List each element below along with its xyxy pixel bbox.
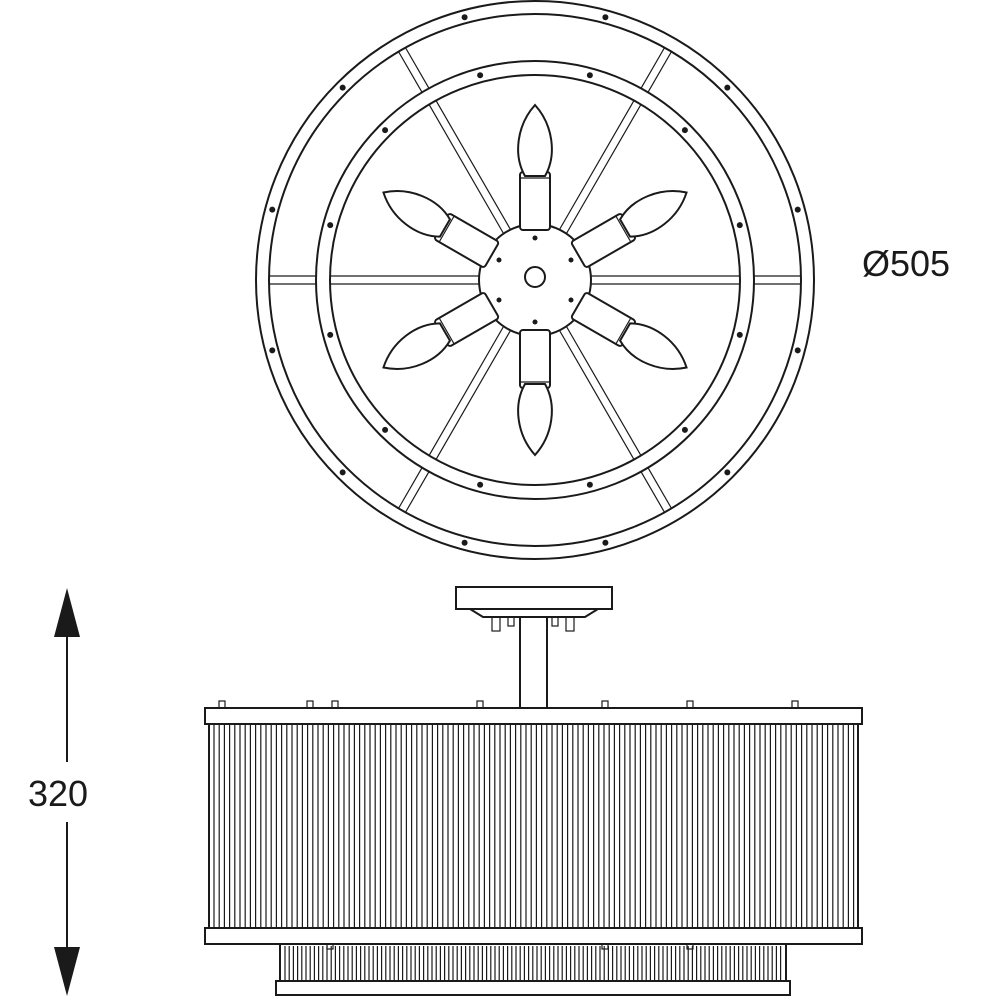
outer-spoke-line <box>404 471 430 513</box>
inner-ring-screw <box>586 481 593 488</box>
bottom-rim <box>204 927 863 945</box>
spoke-line <box>435 100 511 230</box>
inner-ring-inner <box>329 74 741 486</box>
candle-sleeve <box>519 329 551 389</box>
outer-ring-screw <box>724 84 731 91</box>
rim-pin <box>218 700 226 709</box>
candle-bulb-icon <box>517 103 553 177</box>
outer-spoke-line <box>640 47 666 89</box>
spoke-line <box>435 330 511 460</box>
candle-bulb-icon <box>517 383 553 457</box>
outer-ring-screw <box>794 206 801 213</box>
outer-ring-screw <box>794 347 801 354</box>
spoke-line <box>565 326 642 456</box>
bulb-arm <box>570 292 688 370</box>
bulb-arm <box>382 292 500 370</box>
bulb-arm <box>517 103 553 231</box>
sleeve-band <box>615 317 632 345</box>
lower-rim <box>275 980 791 996</box>
inner-ring-screw <box>477 72 484 79</box>
candle-bulb-icon <box>618 190 688 238</box>
candle-sleeve <box>519 171 551 231</box>
outer-ring-screw <box>461 14 468 21</box>
spoke-line <box>559 330 635 460</box>
spoke-line <box>428 104 505 234</box>
outer-spoke-line <box>640 471 666 513</box>
outer-ring-screw <box>724 469 731 476</box>
bulb-arm <box>517 329 553 457</box>
hub-screw <box>568 257 574 263</box>
hub-screw <box>532 235 538 241</box>
top-rim <box>204 707 863 725</box>
sleeve-band <box>438 215 455 243</box>
center-hole <box>524 266 546 288</box>
outer-ring-screw <box>602 14 609 21</box>
outer-spoke-line <box>398 467 423 509</box>
spoke-line <box>428 326 505 456</box>
outer-spoke-line <box>647 51 672 93</box>
bulb-arm <box>570 190 688 268</box>
outer-ring-outer <box>255 0 815 560</box>
ceiling-canopy <box>455 586 613 610</box>
rim-pin <box>791 700 799 709</box>
candle-bulb-icon <box>382 190 452 238</box>
rim-pin <box>601 700 609 709</box>
rim-pin <box>476 700 484 709</box>
outer-ring-screw <box>339 469 346 476</box>
hub-screw <box>496 257 502 263</box>
outer-ring-screw <box>269 347 276 354</box>
inner-ring-screw <box>382 127 389 134</box>
outer-ring-inner <box>268 13 802 547</box>
suspension-rod <box>519 616 548 709</box>
bulb-arms <box>382 103 688 457</box>
hub-screw <box>568 297 574 303</box>
spoke-line <box>565 104 642 234</box>
sleeve-band <box>438 317 455 345</box>
inner-ring-screw <box>477 481 484 488</box>
inner-ring-outer <box>315 60 755 500</box>
outer-ring-screw <box>269 206 276 213</box>
height-label: 320 <box>28 773 88 814</box>
main-shade <box>208 723 859 929</box>
bulb-arm <box>382 190 500 268</box>
inner-ring-screw <box>736 222 743 229</box>
spokes <box>269 47 801 513</box>
canopy-plate <box>466 608 602 618</box>
outer-spoke-line <box>404 47 430 89</box>
top-rim-pins <box>218 700 799 709</box>
inner-ring-screw <box>327 331 334 338</box>
height-dimension <box>54 588 80 996</box>
outer-ring-screw <box>339 84 346 91</box>
hub-dots <box>496 235 574 325</box>
spoke-line <box>559 100 635 230</box>
inner-ring-screw <box>681 127 688 134</box>
inner-ring-screw <box>327 222 334 229</box>
outer-spoke-line <box>398 51 423 93</box>
candle-bulb-icon <box>618 322 688 370</box>
outer-spoke-line <box>647 467 672 509</box>
rim-pin <box>686 700 694 709</box>
canopy-screws <box>491 616 575 632</box>
side-view <box>204 586 863 996</box>
ring-dots <box>269 14 801 546</box>
hub-screw <box>532 319 538 325</box>
top-view <box>255 0 815 560</box>
sleeve-band <box>615 215 632 243</box>
inner-ring-screw <box>736 331 743 338</box>
candle-bulb-icon <box>382 322 452 370</box>
inner-ring-screw <box>586 72 593 79</box>
hub-screw <box>496 297 502 303</box>
inner-ring-screw <box>681 426 688 433</box>
outer-ring-screw <box>602 539 609 546</box>
glass-rods-lower <box>284 946 782 981</box>
rim-pin <box>331 700 339 709</box>
arrow-up-icon <box>54 588 80 637</box>
inner-ring-screw <box>382 426 389 433</box>
outer-ring-screw <box>461 539 468 546</box>
arrow-down-icon <box>54 947 80 996</box>
diameter-label: Ø505 <box>862 243 950 284</box>
rim-pin <box>306 700 314 709</box>
glass-rods-main <box>213 724 855 928</box>
